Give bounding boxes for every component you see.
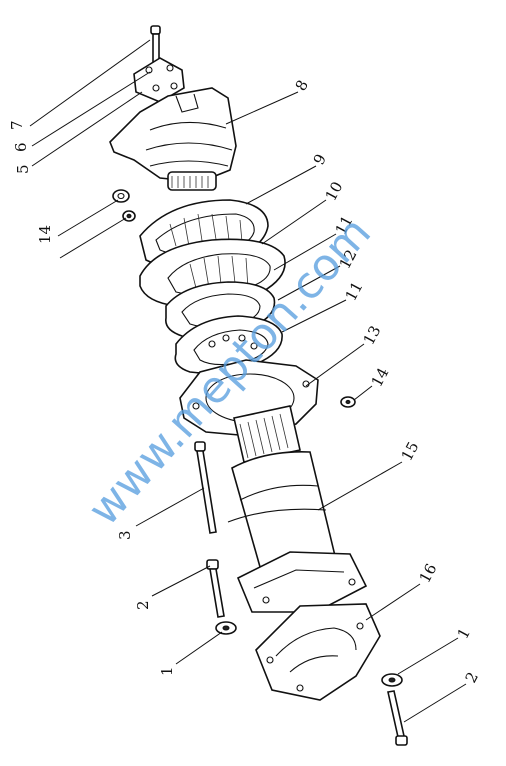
- callout-14: 14: [36, 225, 54, 244]
- nut-part-14-upper: [112, 189, 136, 222]
- parts-drawing: [109, 25, 408, 746]
- clamp-block-part-16: [255, 603, 381, 701]
- callout-8: 8: [292, 77, 312, 94]
- washer-part-1-lower: [381, 673, 403, 687]
- callout-6: 6: [12, 142, 30, 152]
- flange-plate-part-6: [133, 57, 185, 103]
- bearing-part-11-12: [165, 281, 283, 374]
- callout-16: 16: [416, 561, 441, 586]
- nut-part-14-lower: [340, 396, 356, 408]
- washer-part-1-upper: [215, 621, 237, 635]
- cylinder-housing-part-15: [227, 451, 368, 613]
- upper-housing-part-8: [109, 87, 237, 191]
- callout-1: 1: [158, 666, 176, 676]
- bolt-part-2-lower: [387, 690, 408, 746]
- callout-2: 2: [134, 600, 152, 610]
- leader-lines: [29, 39, 467, 723]
- callout-15: 15: [398, 439, 423, 464]
- callout-9: 9: [310, 151, 330, 168]
- callout-5: 5: [14, 164, 32, 174]
- callout-3: 3: [116, 530, 134, 540]
- callout-7: 7: [8, 120, 26, 130]
- bolt-part-2-upper: [206, 559, 225, 618]
- splined-shaft: [233, 405, 301, 463]
- callout-2: 2: [462, 669, 482, 686]
- bolt-part-3: [194, 441, 217, 534]
